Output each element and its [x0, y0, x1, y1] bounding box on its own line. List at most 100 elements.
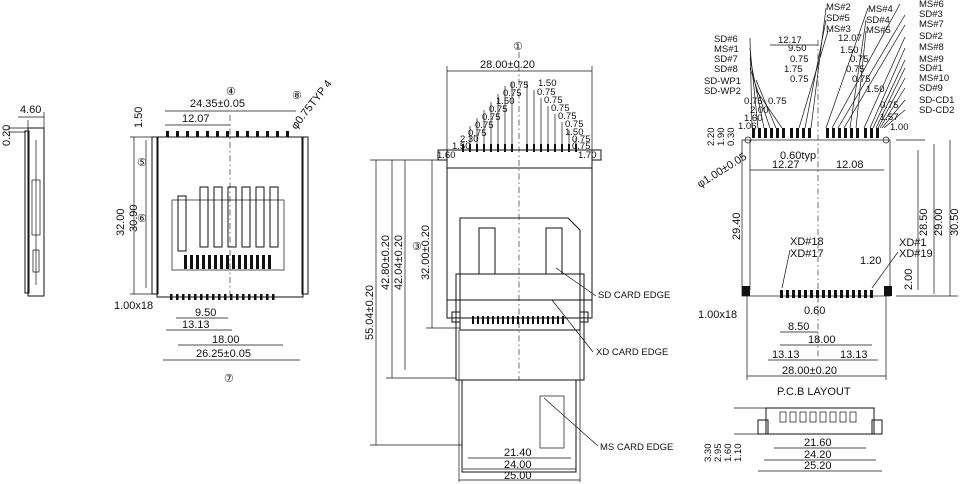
front-pitch-left-0: 0.75	[510, 80, 529, 91]
pcb-label-sdwp2: SD-WP2	[704, 86, 741, 97]
pcb-label-ms5: MS#5	[866, 25, 891, 36]
pcb-075h-dim: 0.75	[880, 100, 899, 111]
pcb-label-ms2: MS#2	[826, 2, 851, 13]
pcb-100-dim: 1.00	[890, 122, 909, 133]
pcb-175-dim: 1.75	[784, 64, 803, 75]
pcb-060-dim: 0.60	[804, 305, 825, 317]
front-pitch-right-7: 0.75	[572, 134, 591, 145]
callout-1: ①	[513, 41, 523, 53]
top-edge-dim: 1.50	[133, 107, 145, 128]
top-1800-dim: 18.00	[212, 334, 240, 346]
pcb-1227-dim: 12.27	[772, 159, 800, 171]
pcb-075g-dim: 0.75	[744, 96, 763, 107]
side-width-dim: 4.60	[20, 104, 41, 116]
pcb-150b-dim: 1.50	[866, 84, 885, 95]
ms-card-edge-label: MS CARD EDGE	[600, 442, 673, 453]
top-1313-dim: 13.13	[182, 319, 210, 331]
pcb-label-sd7: SD#7	[714, 54, 738, 65]
pcb-2940-dim: 29.40	[731, 212, 743, 240]
top-2625-dim: 26.25±0.05	[196, 348, 251, 360]
pcb-pitch-dim: 1.00x18	[698, 309, 737, 321]
pcb-3050-dim: 30.50	[949, 208, 961, 236]
pcb-850-dim: 8.50	[788, 321, 809, 333]
callout-5: ⑤	[137, 157, 147, 169]
pcb-950-dim: 9.50	[788, 43, 807, 54]
front-pitch-right-5: 0.75	[565, 119, 584, 130]
front-3200-dim: 32.00±0.20	[420, 225, 432, 280]
front-view: 0.75 0.75 1.50 0.75 0.75 0.75 0.75 2.30 …	[364, 41, 673, 482]
callout-3: ③	[412, 241, 422, 253]
callout-6: ⑥	[137, 213, 147, 225]
pcb-bottom-pads	[742, 286, 892, 298]
front-mid-contacts	[472, 316, 564, 324]
front-width-dim: 28.00±0.20	[480, 59, 535, 71]
pcb-label-sd3: SD#3	[919, 9, 943, 20]
pcb-label-sd1: SD#1	[919, 63, 943, 74]
top-teeth	[166, 131, 289, 137]
pcb-label-ms8: MS#8	[919, 42, 944, 53]
front-pitch-right-3: 0.75	[551, 103, 570, 114]
pcb-xd1-label: XD#1	[899, 237, 927, 249]
front-4204-dim: 42.04±0.20	[393, 235, 405, 290]
callout-7: ⑦	[224, 373, 234, 385]
front-top-contacts	[462, 144, 577, 152]
front-pitch-right-4: 0.75	[558, 111, 577, 122]
front-pitch-left-1: 0.75	[503, 88, 522, 99]
pcb-075e-dim: 0.75	[852, 74, 871, 85]
pcb-1313b-dim: 13.13	[840, 349, 868, 361]
pcb-phi-dim: φ1.00±0.05	[695, 151, 749, 191]
front-pitch-left-5: 0.75	[475, 120, 494, 131]
lower-contacts	[184, 255, 271, 269]
pcb-190-dim: 1.90	[716, 128, 727, 147]
pcb-060typ-dim: 0.60typ	[780, 150, 816, 162]
pcb-leaders	[749, 3, 906, 129]
side-offset-dim: 0.20	[1, 125, 13, 146]
pcb-label-sdwp1: SD-WP1	[704, 76, 741, 87]
pcb-label-sd9: SD#9	[919, 83, 943, 94]
pcb-label-ms10: MS#10	[919, 73, 949, 84]
bottom-teeth	[170, 294, 275, 300]
top-view: 24.35±0.05 ④ 12.07 1.50 32.00 30.90 ⑤ ⑥ …	[114, 78, 335, 385]
pcb-label-sdcd1: SD-CD1	[919, 95, 954, 106]
pcb-label-ms6: MS#6	[919, 0, 944, 10]
pcb-label-ms4: MS#4	[868, 4, 893, 15]
pcb-label-sd6: SD#6	[714, 34, 738, 45]
pcb-157-dim: 1.57	[880, 112, 899, 123]
front-pitch-right-0: 1.50	[538, 78, 557, 89]
pcb-2850-dim: 28.50	[918, 208, 930, 236]
pcb-1800-dim: 18.00	[808, 334, 836, 346]
pcb-1313a-dim: 13.13	[772, 349, 800, 361]
pcb-label-ms7: MS#7	[919, 19, 944, 30]
pcb-xd18-label: XD#18	[790, 236, 824, 248]
pcb-label-sdcd2: SD-CD2	[919, 105, 954, 116]
pcb-xd19-label: XD#19	[899, 248, 933, 260]
pcb-label-sd4: SD#4	[866, 15, 890, 26]
pcb-220-dim: 2.20	[706, 128, 717, 147]
pcb-xd17-label: XD#17	[790, 248, 824, 260]
pcb-160-dim: 1.60	[744, 113, 763, 124]
pcb-075c-dim: 0.75	[846, 64, 865, 75]
pcb-120-dim: 1.20	[860, 255, 881, 267]
pcb-label-sd5: SD#5	[826, 13, 850, 24]
pcb-label-sd8: SD#8	[714, 64, 738, 75]
pitch-leaders	[462, 82, 577, 150]
front-pitch-left-2: 1.50	[496, 96, 515, 107]
xd-card-edge-label: XD CARD EDGE	[596, 347, 668, 358]
hole-typ-dim: φ0.75TYP 4	[289, 78, 335, 132]
pcb-layout-title: P.C.B LAYOUT	[777, 386, 851, 398]
pcb-200b-dim: 2.00	[903, 269, 915, 290]
pcb-075b-dim: 0.75	[850, 54, 869, 65]
pcb-030-dim: 0.30	[726, 128, 737, 147]
front-2140-dim: 21.40	[504, 447, 532, 459]
pcb-075f-dim: 0.75	[768, 96, 787, 107]
front-pitch-left-7: 2.30	[460, 134, 479, 145]
pcb-1207-dim: 12.07	[838, 33, 862, 44]
pcb-075d-dim: 0.75	[790, 74, 809, 85]
front-pitch-left-6: 0.75	[468, 128, 487, 139]
front-160-dim: 1.60	[437, 150, 456, 161]
front-5504-dim: 55.04±0.20	[364, 285, 376, 340]
pcb-layout: MS#2 MS#4 MS#6 SD#3 MS#7 SD#5 SD#4 MS#3 …	[695, 0, 961, 398]
spring-fingers	[171, 186, 285, 271]
front-4280-dim: 42.80±0.20	[380, 235, 392, 290]
